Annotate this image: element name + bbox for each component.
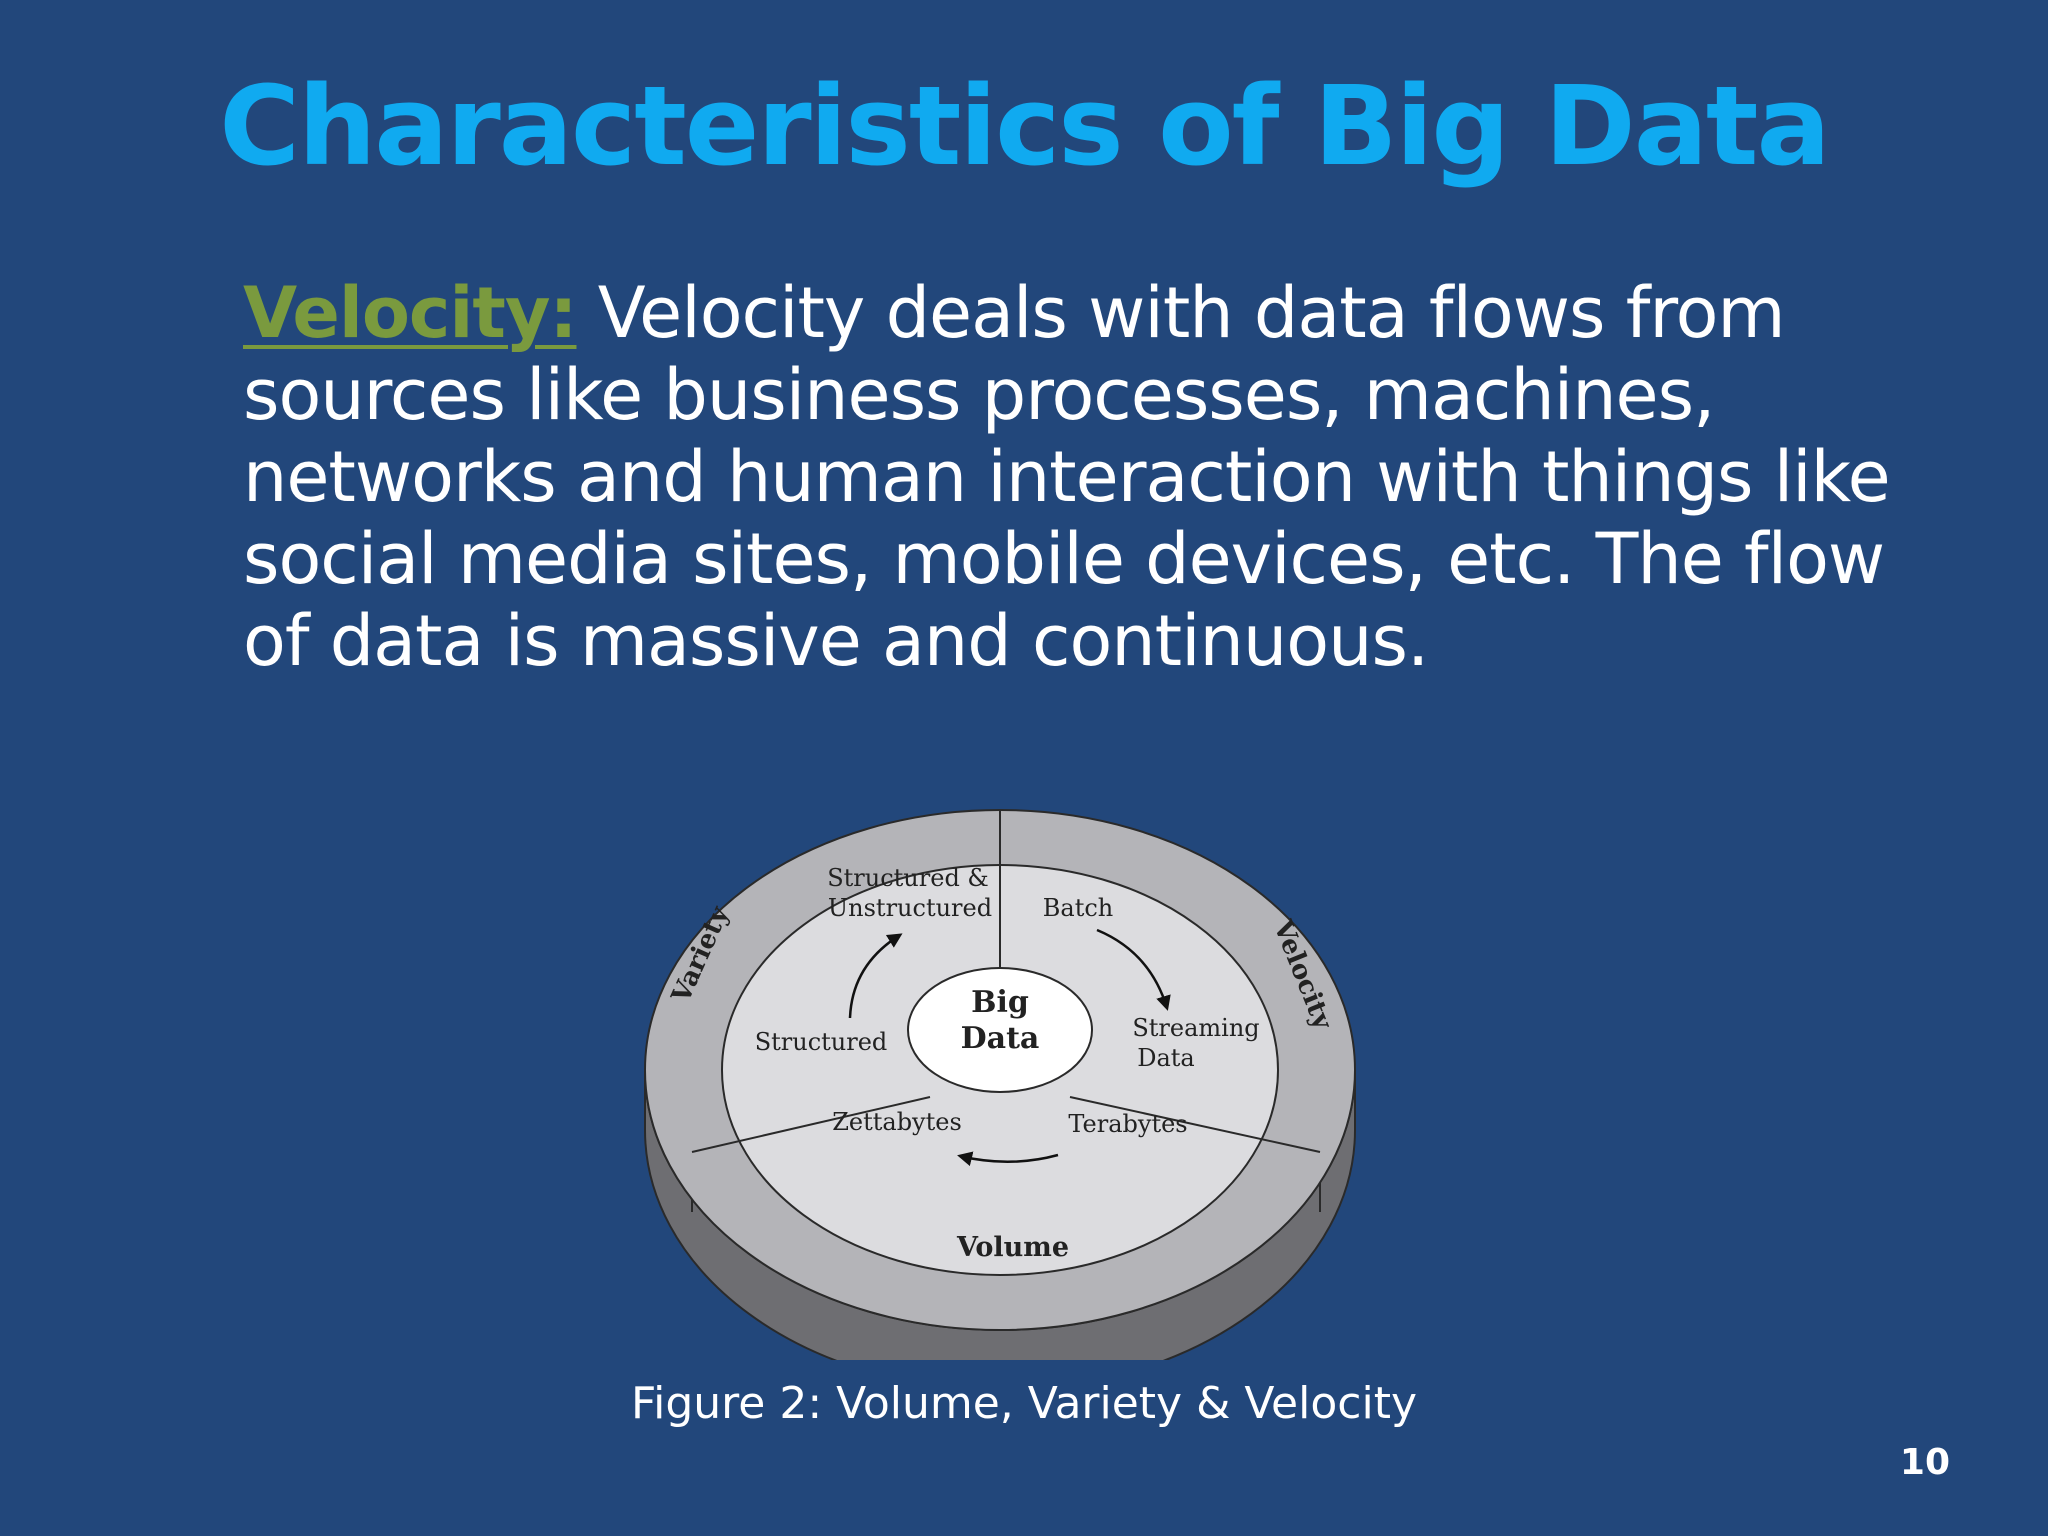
velocity-arrow: [1096, 928, 1171, 1011]
variety-arrow: [848, 933, 903, 1019]
figure-caption: Figure 2: Volume, Variety & Velocity: [631, 1378, 1417, 1429]
center-label-line1: Big: [971, 985, 1029, 1020]
volume-label: Volume: [956, 1232, 1069, 1263]
page-number: 10: [1899, 1442, 1950, 1483]
volume-item-left: Zettabytes: [832, 1108, 962, 1136]
volume-arrow: [957, 1151, 1059, 1167]
velocity-description: Velocity: Velocity deals with data flows…: [243, 272, 1923, 682]
variety-item-top-line1: Structured &: [827, 864, 989, 892]
divider-left: [691, 1096, 931, 1153]
velocity-item-top: Batch: [1043, 894, 1114, 922]
center-node: [907, 967, 1093, 1093]
slide-title: Characteristics of Big Data: [219, 62, 1830, 190]
center-label-line2: Data: [961, 1021, 1040, 1056]
big-data-diagram: Big Data Variety Velocity Volume Structu…: [644, 809, 1356, 1360]
velocity-item-bottom-line2: Data: [1137, 1044, 1195, 1072]
variety-item-bottom: Structured: [755, 1028, 888, 1056]
variety-item-top-line2: Unstructured: [828, 894, 992, 922]
velocity-item-bottom-line1: Streaming: [1132, 1014, 1259, 1042]
volume-item-right: Terabytes: [1068, 1110, 1187, 1138]
velocity-term: Velocity:: [243, 272, 577, 354]
divider-right: [1069, 1096, 1321, 1153]
velocity-description-text: Velocity deals with data flows from sour…: [243, 272, 1891, 682]
